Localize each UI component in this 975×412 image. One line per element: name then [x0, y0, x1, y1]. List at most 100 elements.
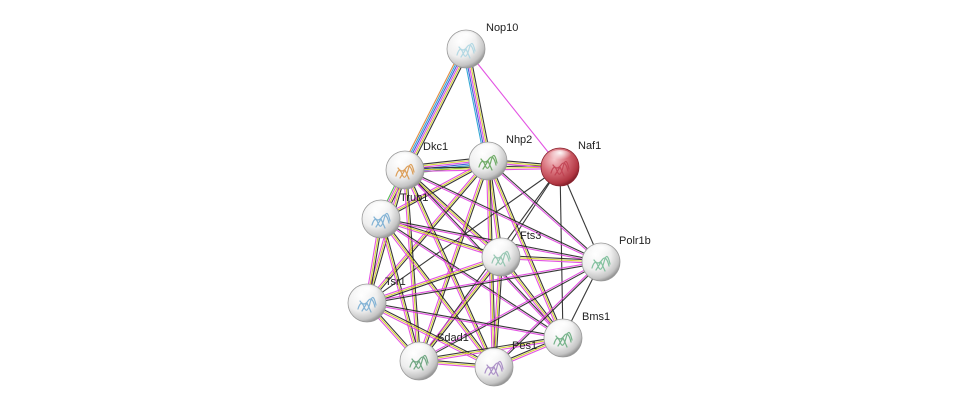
- node-label-tsr1: Tsr1: [385, 276, 406, 288]
- node-gloss: [551, 321, 575, 335]
- node-polr1b[interactable]: Polr1b: [581, 235, 651, 282]
- edge-evidence-line: [493, 261, 601, 367]
- edge-evidence-line: [488, 159, 602, 262]
- edge-evidence-line: [365, 159, 488, 303]
- node-label-nhp2: Nhp2: [506, 134, 532, 146]
- edge-polr1b-pes1[interactable]: [493, 261, 602, 368]
- edge-evidence-line: [380, 218, 502, 258]
- node-gloss: [589, 245, 613, 259]
- node-label-trub1: Trub1: [400, 192, 428, 204]
- edge-evidence-line: [494, 262, 602, 368]
- edge-evidence-line: [367, 301, 495, 367]
- edge-evidence-line: [381, 161, 490, 221]
- edge-evidence-line: [405, 168, 602, 262]
- edge-evidence-line: [404, 169, 495, 368]
- edge-nhp2-sdad1[interactable]: [416, 160, 491, 362]
- edge-evidence-line: [367, 262, 602, 305]
- edge-evidence-line: [402, 47, 465, 170]
- node-tsr1[interactable]: Tsr1: [347, 276, 406, 323]
- edge-tsr1-pes1[interactable]: [366, 301, 495, 369]
- edge-evidence-line: [404, 169, 502, 258]
- edge-evidence-line: [486, 161, 563, 339]
- edge-evidence-line: [559, 166, 564, 339]
- node-naf1[interactable]: Naf1: [540, 140, 601, 187]
- node-nhp2[interactable]: Nhp2: [468, 134, 532, 181]
- edge-dkc1-pes1[interactable]: [403, 169, 496, 368]
- edge-nhp2-trub1[interactable]: [379, 159, 490, 221]
- edge-evidence-line: [380, 218, 495, 368]
- edge-evidence-line: [465, 48, 561, 168]
- edge-evidence-line: [419, 257, 503, 363]
- node-pes1[interactable]: Pes1: [474, 340, 537, 387]
- edge-evidence-line: [403, 170, 501, 259]
- edge-evidence-line: [379, 159, 488, 219]
- edge-nop10-dkc1[interactable]: [400, 46, 471, 173]
- node-gloss: [548, 150, 572, 164]
- node-label-sdad1: Sdad1: [437, 332, 469, 344]
- edge-evidence-line: [418, 160, 489, 362]
- node-bms1[interactable]: Bms1: [543, 311, 610, 358]
- edge-evidence-line: [366, 302, 495, 368]
- edge-evidence-line: [380, 220, 501, 260]
- node-gloss: [369, 202, 393, 216]
- edge-evidence-line: [366, 254, 501, 303]
- edge-naf1-bms1[interactable]: [559, 166, 564, 339]
- edge-evidence-line: [404, 170, 601, 264]
- node-label-fts3: Fts3: [520, 230, 541, 242]
- node-gloss: [407, 344, 431, 358]
- edge-tsr1-bms1[interactable]: [366, 301, 564, 340]
- edge-evidence-line: [403, 170, 494, 368]
- edge-evidence-line: [380, 219, 563, 340]
- edge-evidence-line: [366, 303, 563, 340]
- edge-fts3-tsr1[interactable]: [366, 254, 502, 306]
- edge-nhp2-polr1b[interactable]: [487, 159, 602, 264]
- edge-evidence-line: [381, 217, 602, 262]
- edge-evidence-line: [405, 49, 468, 171]
- edge-evidence-line: [403, 48, 466, 170]
- node-nop10[interactable]: Nop10: [446, 22, 518, 69]
- edge-evidence-line: [487, 161, 601, 264]
- node-fts3[interactable]: Fts3: [481, 230, 541, 277]
- edge-evidence-line: [417, 255, 501, 361]
- edge-evidence-line: [418, 256, 502, 362]
- edge-evidence-line: [379, 219, 494, 369]
- edge-evidence-line: [367, 161, 490, 305]
- node-gloss: [454, 32, 478, 46]
- edge-dkc1-fts3[interactable]: [403, 168, 503, 259]
- edge-trub1-pes1[interactable]: [379, 217, 496, 369]
- edge-evidence-line: [487, 160, 564, 339]
- edge-evidence-line: [408, 50, 471, 173]
- node-sdad1[interactable]: Sdad1: [399, 332, 469, 381]
- node-gloss: [476, 144, 500, 158]
- edge-trub1-bms1[interactable]: [380, 217, 564, 340]
- edge-evidence-line: [380, 160, 489, 220]
- edge-polr1b-tsr1[interactable]: [366, 260, 602, 305]
- node-label-polr1b: Polr1b: [619, 235, 651, 247]
- edge-evidence-line: [405, 169, 496, 367]
- edge-dkc1-polr1b[interactable]: [404, 168, 602, 264]
- edge-evidence-line: [419, 161, 491, 362]
- edge-evidence-line: [366, 256, 502, 304]
- node-trub1[interactable]: Trub1: [361, 192, 428, 239]
- edge-evidence-line: [381, 217, 564, 338]
- edge-evidence-line: [400, 46, 463, 169]
- edge-evidence-line: [367, 301, 564, 338]
- edge-evidence-line: [406, 49, 469, 172]
- edge-evidence-line: [366, 303, 494, 369]
- edge-evidence-line: [381, 217, 496, 367]
- node-label-pes1: Pes1: [512, 340, 537, 352]
- edge-nop10-naf1[interactable]: [465, 48, 561, 168]
- node-gloss: [355, 286, 379, 300]
- node-gloss: [482, 350, 506, 364]
- node-label-nop10: Nop10: [486, 22, 518, 34]
- node-dkc1[interactable]: Dkc1: [385, 141, 448, 190]
- edge-fts3-sdad1[interactable]: [417, 255, 503, 363]
- edge-evidence-line: [416, 160, 488, 361]
- node-label-bms1: Bms1: [582, 311, 610, 323]
- edge-evidence-line: [405, 168, 503, 257]
- node-gloss: [489, 240, 513, 254]
- edge-evidence-line: [366, 260, 601, 303]
- node-label-dkc1: Dkc1: [423, 141, 448, 153]
